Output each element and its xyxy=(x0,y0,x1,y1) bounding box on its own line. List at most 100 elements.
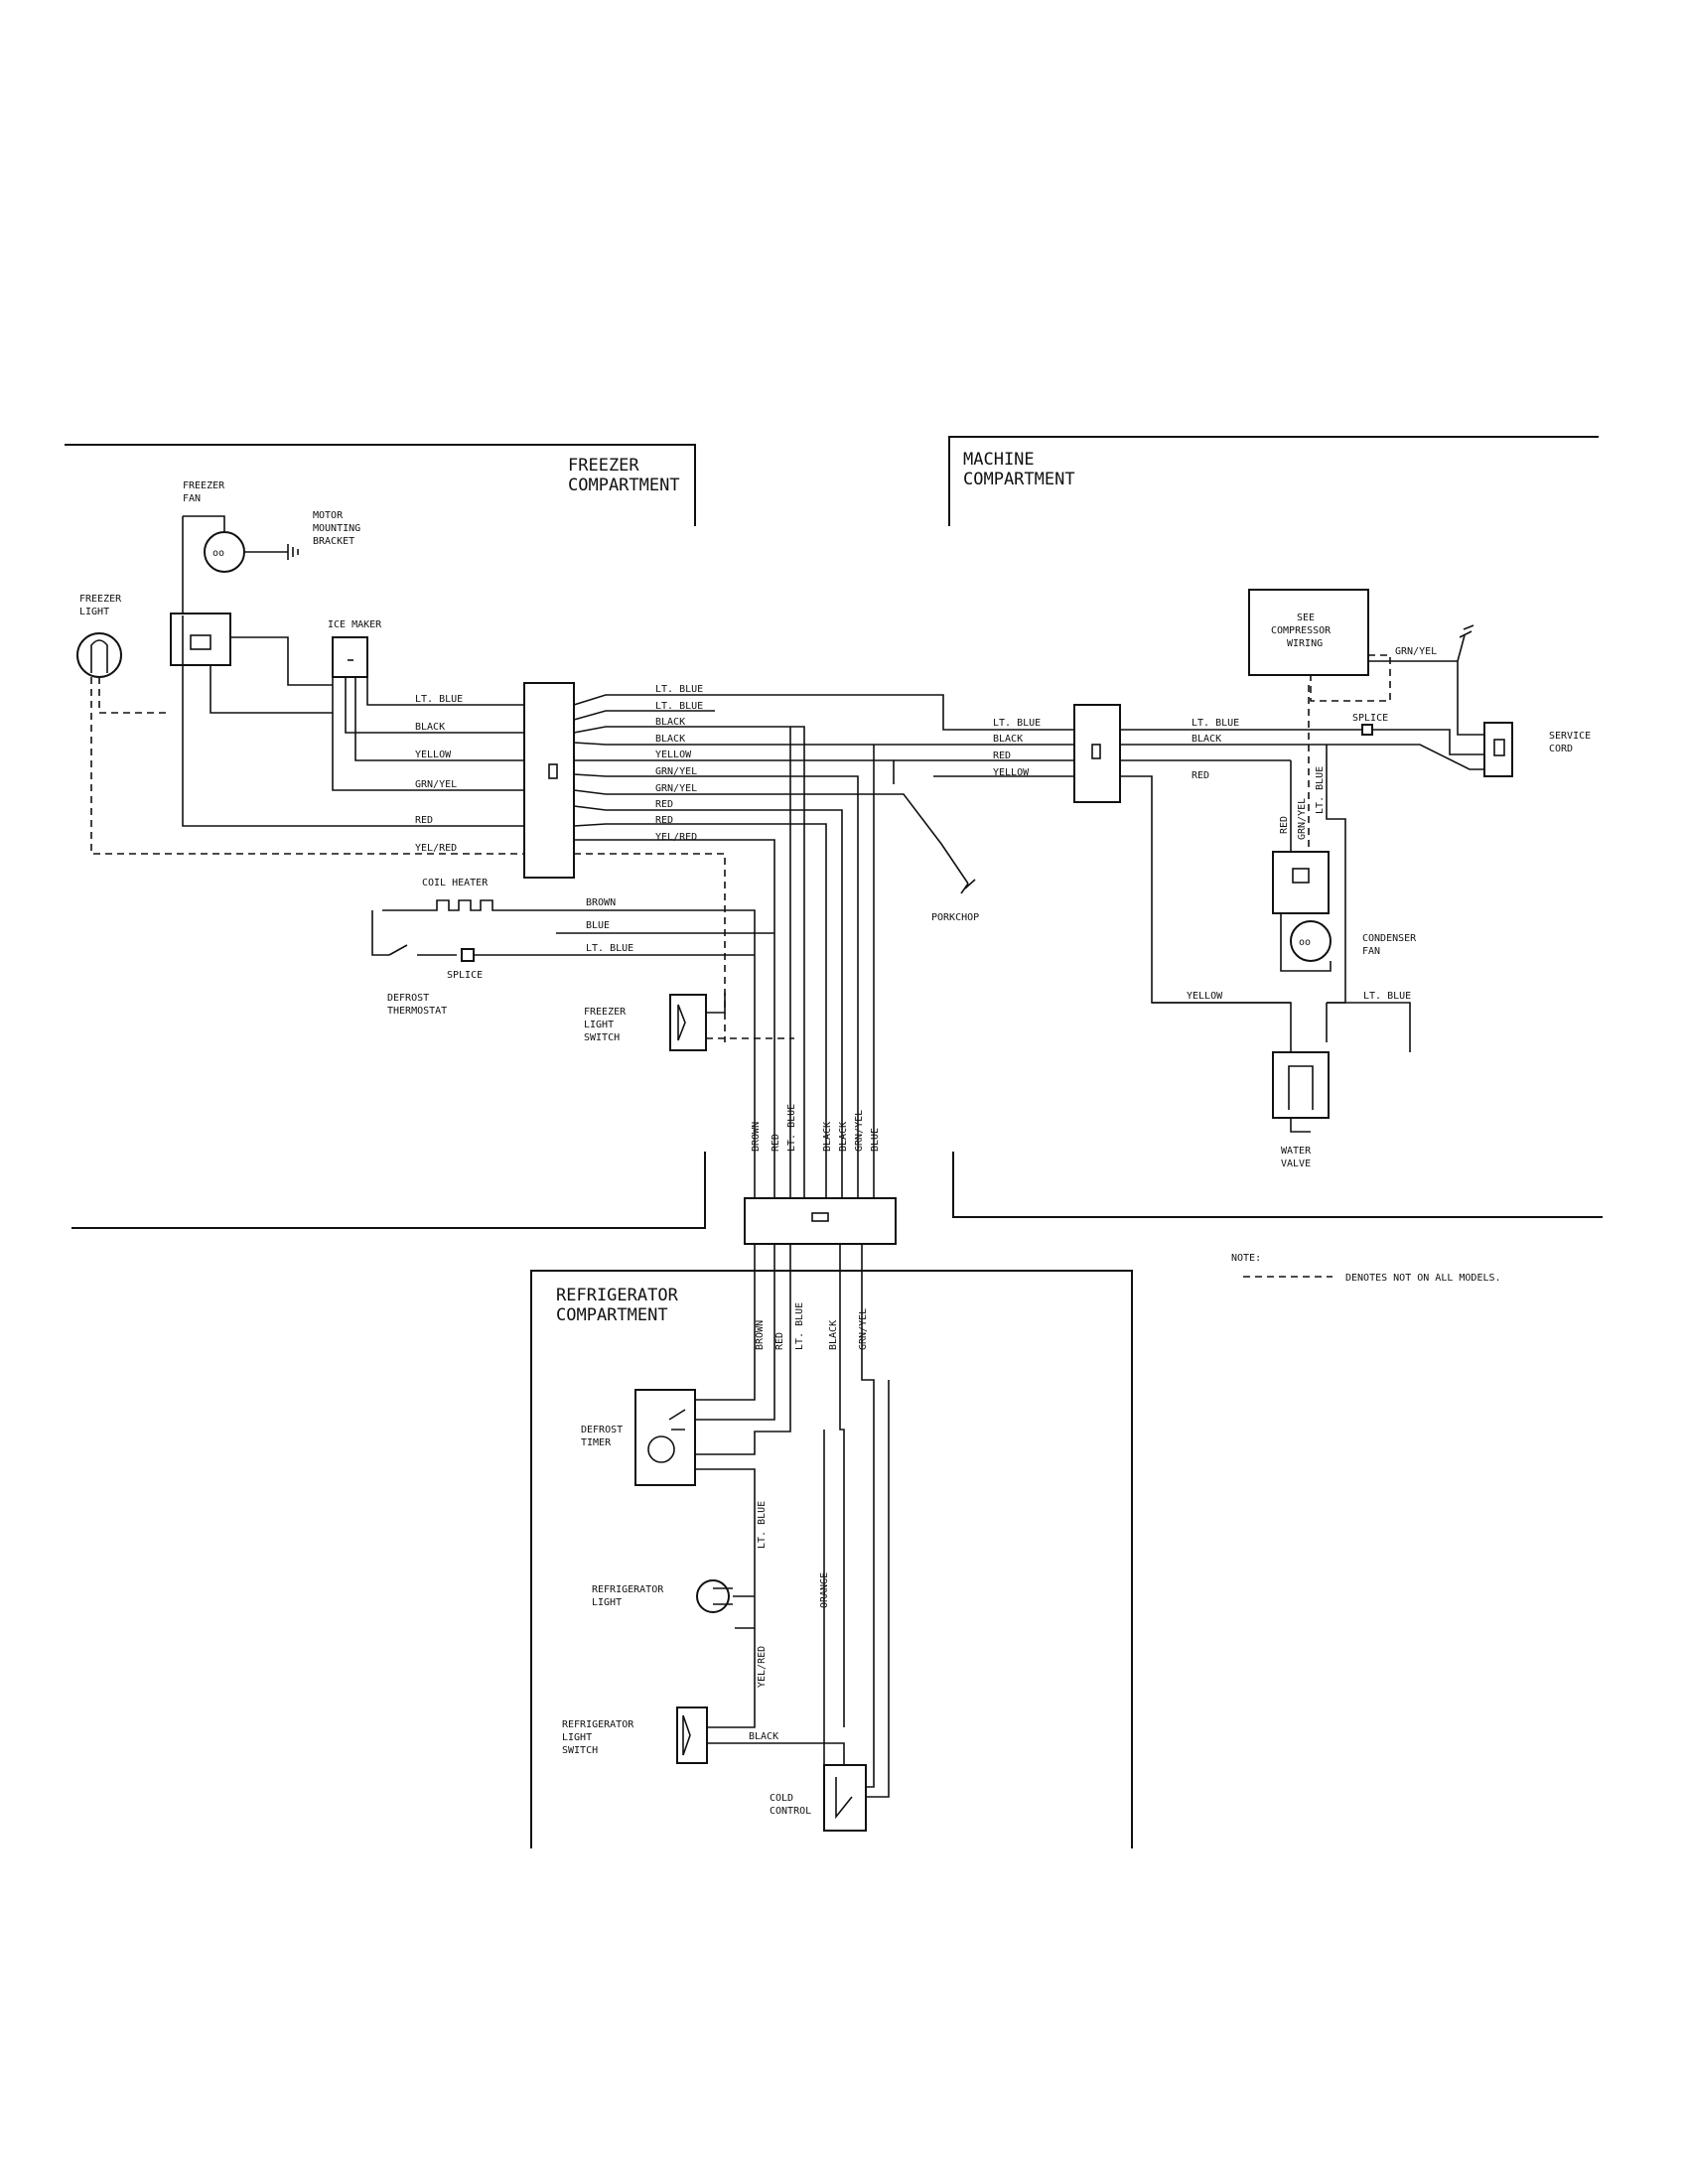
v-lower-brown: BROWN xyxy=(755,1320,766,1350)
v-upper-black-2: BLACK xyxy=(838,1122,849,1152)
v-upper-ltblue: LT. BLUE xyxy=(786,1104,797,1152)
ice-maker-connector-icon xyxy=(332,636,368,678)
v-upper-black-1: BLACK xyxy=(822,1122,833,1152)
mid-wire-10: YEL/RED xyxy=(655,832,697,843)
mid-wire-3: BLACK xyxy=(655,717,685,728)
ltblue-refrigerator-label: LT. BLUE xyxy=(757,1501,768,1549)
machine-ltblue-label: LT. BLUE xyxy=(1363,991,1411,1002)
mach-left-ltblue: LT. BLUE xyxy=(993,718,1041,729)
coil-heater-label: COIL HEATER xyxy=(422,878,489,888)
splice-label: SPLICE xyxy=(447,970,483,981)
ice-maker-label: ICE MAKER xyxy=(328,619,382,630)
refrigerator-light-label-1: REFRIGERATOR xyxy=(592,1584,664,1595)
freezer-fan-motor-glyph: oo xyxy=(212,548,224,559)
freezer-fan: FREEZER FAN oo xyxy=(182,480,299,615)
defrost-timer: DEFROST TIMER xyxy=(581,1389,756,1629)
defrost-timer-label-2: TIMER xyxy=(581,1437,612,1448)
condenser-fan-label-1: CONDENSER xyxy=(1362,933,1417,944)
freezer-fan-connector-icon xyxy=(170,613,231,666)
heater-wire-brown: BROWN xyxy=(586,897,616,908)
mach-v-ltblue: LT. BLUE xyxy=(1315,766,1326,814)
mid-wire-5: YELLOW xyxy=(655,750,692,760)
middle-wire-bundle: LT. BLUE LT. BLUE BLACK BLACK YELLOW GRN… xyxy=(573,684,1074,1198)
cold-control-label-1: COLD xyxy=(770,1793,793,1804)
machine-frame-bottom xyxy=(952,1152,1603,1218)
wire-label-grnyel: GRN/YEL xyxy=(415,779,457,790)
mach-right-ltblue: LT. BLUE xyxy=(1192,718,1239,729)
defrost-thermostat-label-1: DEFROST xyxy=(387,993,429,1004)
freezer-light-switch-label-1: FREEZER xyxy=(584,1007,627,1018)
refrigerator-light-switch: REFRIGERATOR LIGHT SWITCH BLACK xyxy=(562,1706,845,1765)
machine-section-subtitle: COMPARTMENT xyxy=(963,470,1075,489)
refrigerator-section-title: REFRIGERATOR xyxy=(556,1286,679,1305)
machine-harness-connector xyxy=(1073,704,1121,803)
mid-wire-8: RED xyxy=(655,799,673,810)
compressor-label-2: COMPRESSOR xyxy=(1271,625,1332,636)
note-text: DENOTES NOT ON ALL MODELS. xyxy=(1345,1273,1501,1284)
mach-v-grnyel: GRN/YEL xyxy=(1297,798,1308,840)
freezer-light-label-1: FREEZER xyxy=(79,594,122,605)
compressor-box-icon xyxy=(1248,589,1369,676)
mid-wire-4: BLACK xyxy=(655,734,685,745)
motor-bracket-label-3: BRACKET xyxy=(313,536,354,547)
v-upper-red: RED xyxy=(771,1134,781,1152)
machine-yellow-label: YELLOW xyxy=(1187,991,1223,1002)
v-lower-ltblue: LT. BLUE xyxy=(794,1302,805,1350)
defrost-timer-motor-icon xyxy=(647,1435,675,1463)
compressor-wiring-box: SEE COMPRESSOR WIRING xyxy=(1248,589,1369,676)
wire-label-black: BLACK xyxy=(415,722,445,733)
porkchop-label: PORKCHOP xyxy=(931,912,979,923)
mid-wire-7: GRN/YEL xyxy=(655,783,697,794)
mid-wire-6: GRN/YEL xyxy=(655,766,697,777)
heater-wire-blue: BLUE xyxy=(586,920,610,931)
defrost-thermostat-label-2: THERMOSTAT xyxy=(387,1006,447,1017)
refrigerator-frame xyxy=(530,1270,1133,1848)
machine-splice-label: SPLICE xyxy=(1352,713,1388,724)
compressor-label-3: WIRING xyxy=(1287,638,1323,649)
freezer-fan-label-2: FAN xyxy=(183,493,201,504)
wire-label-ltblue: LT. BLUE xyxy=(415,694,463,705)
v-upper-brown: BROWN xyxy=(751,1122,762,1152)
refrigerator-light-label-2: LIGHT xyxy=(592,1597,622,1608)
machine-section-title: MACHINE xyxy=(963,450,1035,470)
v-lower-grnyel: GRN/YEL xyxy=(858,1308,869,1350)
freezer-light-switch-label-3: SWITCH xyxy=(584,1032,620,1043)
refrigerator-light-switch-label-3: SWITCH xyxy=(562,1745,598,1756)
freezer-frame-bottom xyxy=(71,1152,706,1229)
mach-left-yellow: YELLOW xyxy=(993,767,1030,778)
freezer-section-subtitle: COMPARTMENT xyxy=(568,476,680,495)
mach-right-black: BLACK xyxy=(1192,734,1221,745)
yelred-label: YEL/RED xyxy=(757,1646,768,1688)
cold-control-icon xyxy=(823,1764,867,1832)
mid-wire-2: LT. BLUE xyxy=(655,701,703,712)
freezer-light-switch-icon xyxy=(669,994,707,1051)
svg-text:oo: oo xyxy=(1299,937,1311,948)
machine-grnyel-label: GRN/YEL xyxy=(1395,646,1437,657)
freezer-frame-top xyxy=(65,444,696,526)
condenser-fan-label-2: FAN xyxy=(1362,946,1380,957)
condenser-fan: oo CONDENSER FAN xyxy=(1272,851,1417,972)
service-cord-label-2: CORD xyxy=(1549,744,1573,754)
coil-heater: COIL HEATER BROWN BLUE LT. BLUE SPLICE D… xyxy=(371,878,774,1198)
mid-wire-1: LT. BLUE xyxy=(655,684,703,695)
mach-right-red: RED xyxy=(1192,770,1209,781)
section-frames xyxy=(65,436,1603,1848)
water-valve-label-1: WATER xyxy=(1281,1146,1312,1157)
refrigerator-light: REFRIGERATOR LIGHT xyxy=(592,1579,755,1613)
service-cord-plug-slot xyxy=(1493,739,1505,756)
wire-label-yellow: YELLOW xyxy=(415,750,452,760)
water-valve: YELLOW LT. BLUE WATER VALVE xyxy=(1152,913,1411,1169)
machine-splice-icon xyxy=(1361,724,1373,736)
freezer-harness-connector-key xyxy=(548,763,558,779)
water-valve-icon xyxy=(1272,1051,1330,1119)
refrigerator-light-switch-icon xyxy=(676,1706,708,1764)
refrigerator-light-switch-label-1: REFRIGERATOR xyxy=(562,1719,634,1730)
v-upper-grnyel: GRN/YEL xyxy=(854,1110,865,1152)
ground-symbol-icon xyxy=(1457,624,1474,662)
service-cord-label-1: SERVICE xyxy=(1549,731,1591,742)
ice-maker: ICE MAKER xyxy=(328,619,382,678)
compressor-label-1: SEE xyxy=(1297,613,1315,623)
v-lower-red: RED xyxy=(774,1332,785,1350)
defrost-timer-label-1: DEFROST xyxy=(581,1425,623,1435)
freezer-light-switch: FREEZER LIGHT SWITCH xyxy=(584,993,794,1051)
